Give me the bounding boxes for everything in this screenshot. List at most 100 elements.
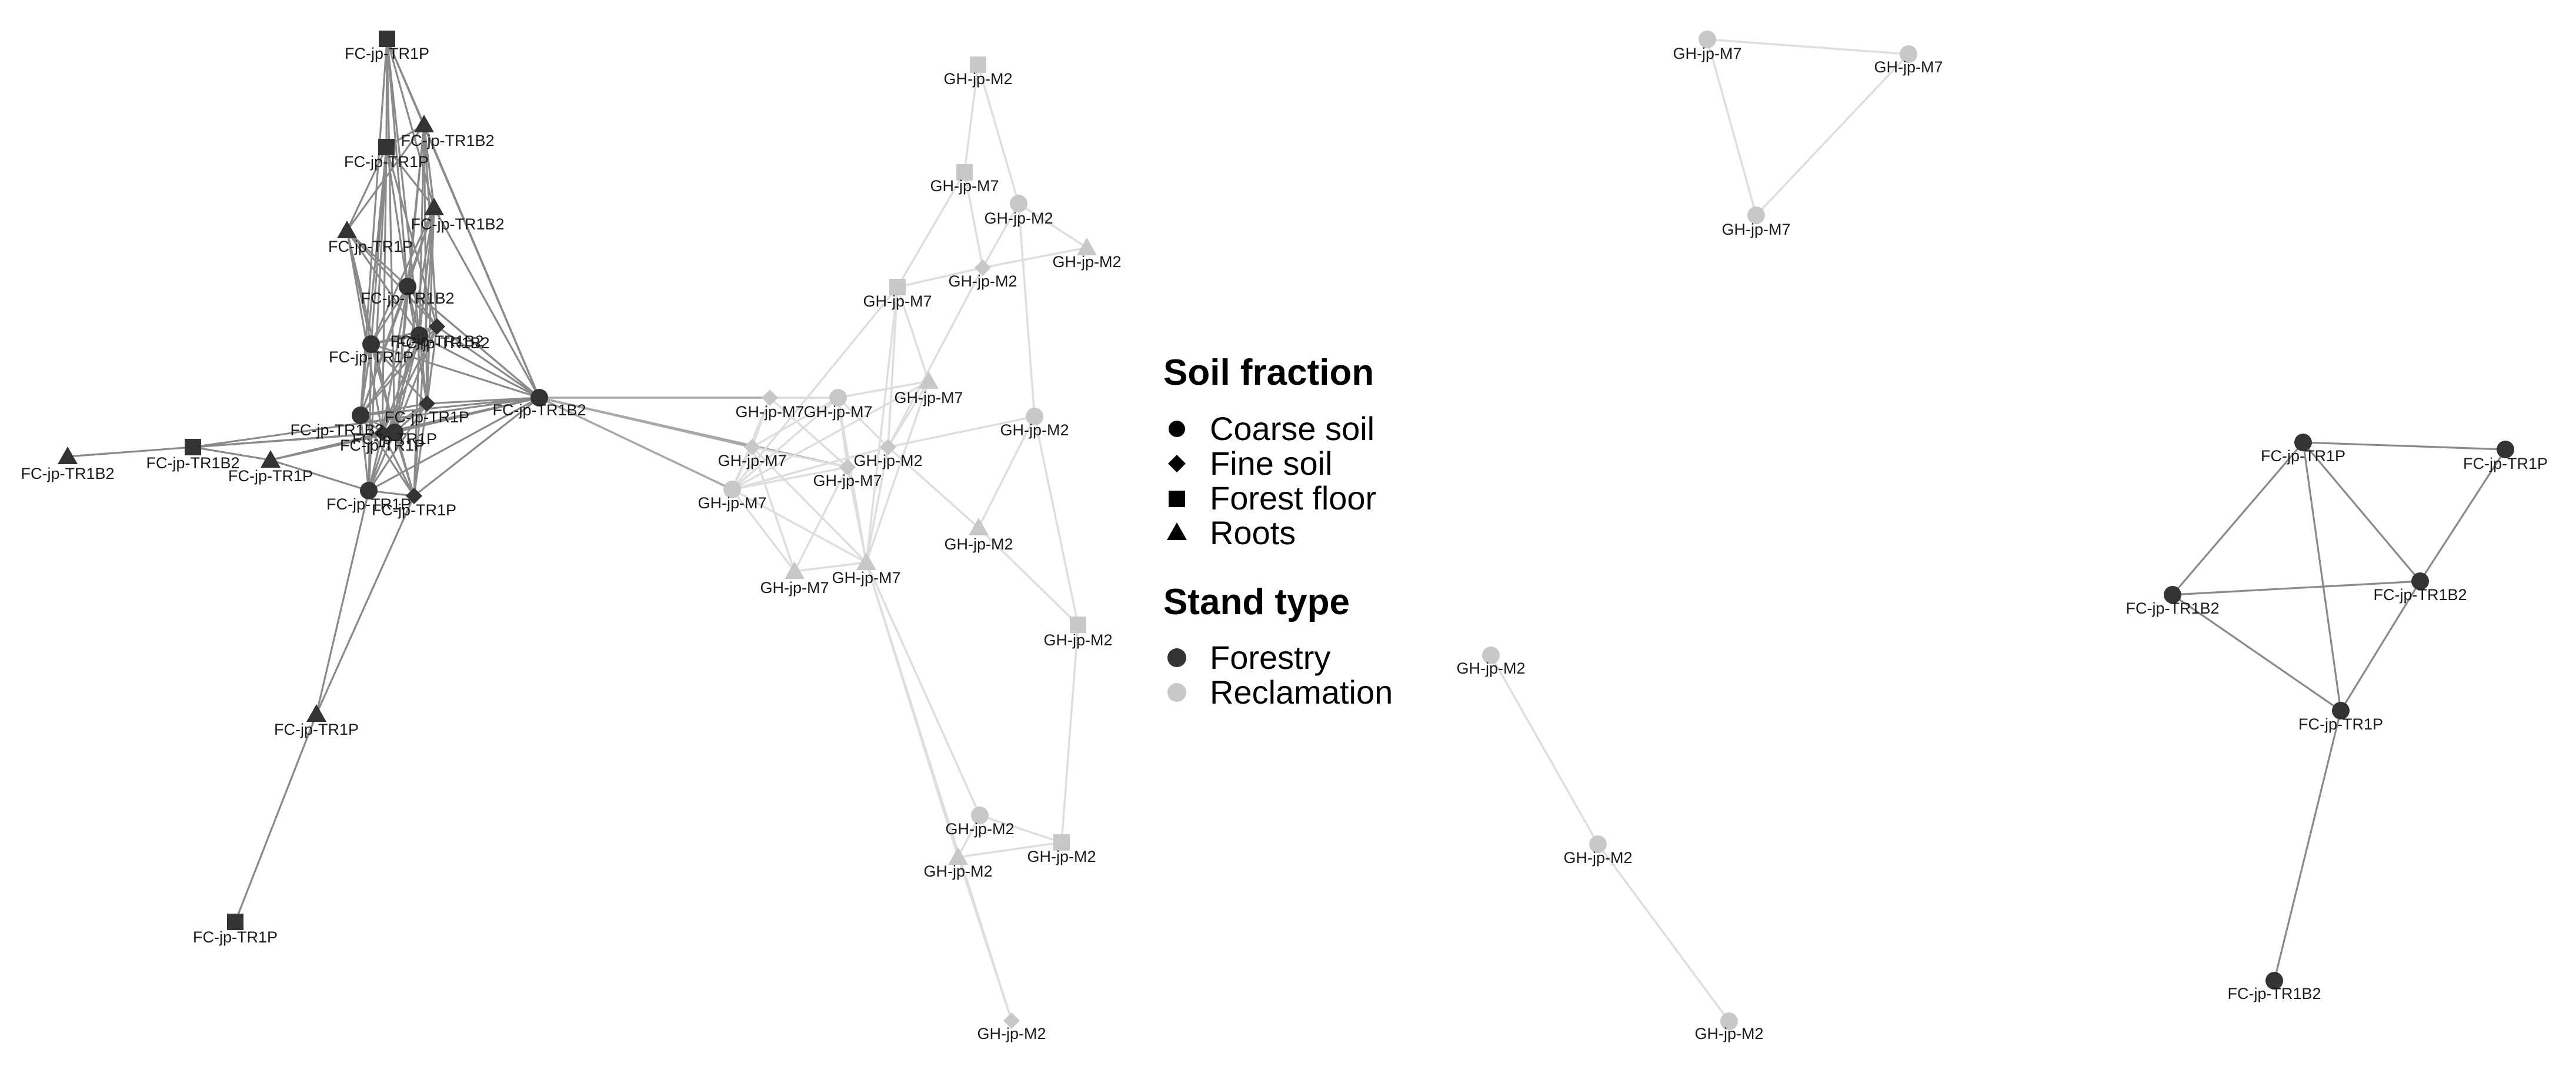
network-node-square-reclamation	[970, 56, 986, 73]
node-label: GH-jp-M2	[1456, 659, 1525, 677]
network-edge	[370, 286, 409, 345]
network-edge	[887, 381, 930, 448]
node-label: GH-jp-M7	[1721, 221, 1790, 238]
node-label: GH-jp-M7	[698, 494, 766, 512]
network-node-triangle-reclamation	[1077, 238, 1097, 255]
network-node-triangle-forestry	[306, 704, 326, 722]
network-edge	[406, 285, 540, 399]
network-node-triangle-reclamation	[919, 371, 939, 389]
node-label: FC-jp-TR1B2	[492, 401, 586, 419]
network-node-triangle-forestry	[58, 447, 78, 464]
network-edge	[418, 207, 435, 336]
node-label: GH-jp-M2	[923, 862, 992, 880]
network-node-diamond-reclamation	[975, 259, 991, 276]
legend-soil-fraction-title: Soil fraction	[1163, 352, 1374, 393]
network-node-triangle-reclamation	[785, 561, 805, 579]
network-edge	[732, 446, 889, 491]
network-node-circle-reclamation	[1699, 31, 1716, 48]
network-edge	[963, 64, 979, 173]
network-edge	[887, 287, 899, 448]
network-edge	[2303, 441, 2506, 451]
network-edge	[957, 841, 1062, 858]
node-label: FC-jp-TR1P	[2261, 447, 2345, 465]
network-node-triangle-forestry	[261, 450, 281, 468]
node-label: GH-jp-M7	[832, 569, 900, 587]
network-edge	[413, 397, 540, 497]
network-node-diamond-reclamation	[744, 439, 760, 455]
network-edge	[393, 432, 415, 497]
network-edge	[436, 325, 540, 399]
network-node-square-forestry	[227, 914, 243, 930]
network-node-diamond-forestry	[419, 395, 435, 412]
network-node-circle-forestry	[2411, 572, 2429, 590]
network-edge	[433, 207, 540, 398]
network-edge	[769, 397, 849, 468]
network-edge	[896, 172, 966, 288]
node-label: GH-jp-M2	[1000, 421, 1069, 439]
node-label: FC-jp-TR1P	[2298, 715, 2383, 733]
network-edge	[315, 490, 370, 715]
network-edge	[963, 172, 984, 268]
network-node-square-reclamation	[956, 164, 973, 181]
network-edge	[368, 397, 540, 492]
network-edge	[539, 397, 733, 491]
legend-item-forestry: Forestry	[1210, 639, 1330, 676]
node-label: GH-jp-M7	[813, 472, 882, 489]
network-edge	[426, 397, 540, 405]
network-node-diamond-forestry	[374, 425, 391, 441]
network-edge	[359, 415, 415, 497]
network-node-triangle-forestry	[414, 115, 434, 132]
network-edge	[1490, 655, 1599, 845]
network-node-circle-reclamation	[1482, 647, 1500, 664]
network-edge	[846, 467, 867, 563]
network-node-circle-reclamation	[1010, 195, 1027, 212]
node-label: FC-jp-TR1P	[326, 495, 411, 513]
network-node-square-forestry	[378, 139, 395, 155]
network-edge	[865, 447, 889, 563]
network-edge	[270, 459, 369, 492]
network-edge	[731, 488, 796, 572]
node-label: GH-jp-M2	[1027, 848, 1096, 865]
network-edge	[979, 814, 1062, 844]
legend-forestry-swatch	[1167, 648, 1186, 667]
node-label: GH-jp-M2	[853, 452, 922, 469]
network-edge	[385, 146, 409, 287]
network-edge	[418, 124, 425, 336]
legend-reclamation-swatch	[1167, 683, 1186, 702]
network-edge	[887, 446, 980, 529]
network-edge	[2172, 580, 2421, 596]
network-edge	[423, 124, 540, 398]
node-label: GH-jp-M2	[948, 272, 1017, 290]
node-label: FC-jp-TR1B2	[2373, 586, 2467, 604]
network-edge	[896, 287, 930, 382]
network-node-circle-forestry	[399, 278, 416, 295]
network-node-circle-forestry	[2265, 972, 2283, 990]
label-layer: FC-jp-TR1PFC-jp-TR1B2FC-jp-TR1PFC-jp-TR1…	[21, 45, 2548, 1042]
network-edge	[1706, 39, 1757, 216]
network-node-square-reclamation	[889, 279, 906, 295]
network-node-circle-reclamation	[971, 807, 989, 824]
network-edge	[794, 561, 867, 572]
node-label: FC-jp-TR1B2	[361, 289, 454, 307]
network-edge	[423, 124, 428, 404]
network-edge	[368, 432, 383, 491]
node-label: GH-jp-M2	[1563, 849, 1632, 867]
network-edge	[359, 286, 409, 416]
network-node-circle-reclamation	[1589, 835, 1607, 853]
network-edge	[752, 446, 848, 468]
network-edge	[793, 467, 849, 572]
network-node-circle-forestry	[2294, 434, 2312, 451]
network-edge	[426, 326, 438, 404]
legend-item-forest-floor: Forest floor	[1210, 479, 1376, 517]
legend-square-icon	[1169, 491, 1185, 507]
network-edge	[1018, 202, 1087, 249]
node-label: GH-jp-M2	[977, 1025, 1046, 1042]
network-edge	[732, 380, 929, 491]
network-node-diamond-reclamation	[880, 439, 896, 455]
network-node-circle-forestry	[2164, 586, 2181, 604]
network-node-circle-reclamation	[1026, 408, 1043, 425]
node-layer	[58, 31, 2514, 1030]
network-node-diamond-forestry	[406, 488, 422, 504]
node-label: GH-jp-M2	[1052, 253, 1121, 271]
